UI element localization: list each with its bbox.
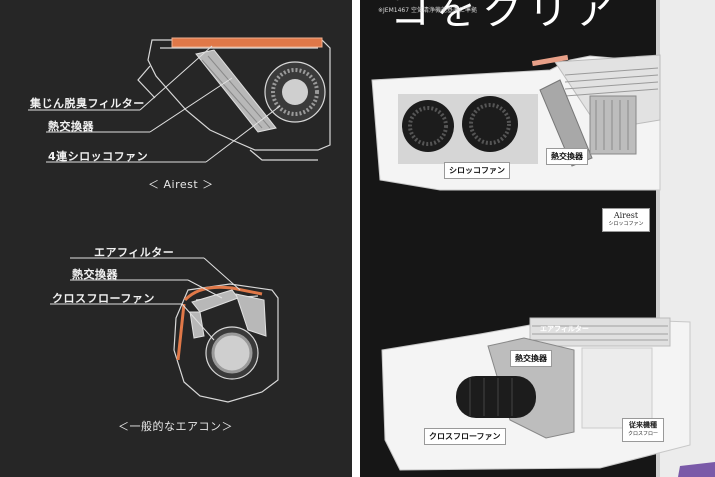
upper-cutaway-unit xyxy=(371,54,661,191)
lower-cutaway-unit xyxy=(381,317,691,471)
conventional-air-filter xyxy=(183,285,263,302)
aircon-cross-section-diagrams xyxy=(28,37,331,403)
airest-heat-exchanger xyxy=(195,49,277,133)
lower-cross-flow-fan xyxy=(456,376,536,418)
upper-sirocco-fan-1 xyxy=(402,100,454,152)
placard-airest-title: Airest xyxy=(613,211,639,220)
photo-label-heat-exchanger-upper: 熱交換器 xyxy=(546,148,588,165)
aircon-cutaway-photo xyxy=(371,0,715,477)
upper-orange-filter xyxy=(531,54,569,67)
photo-label-sirocco-fan: シロッコファン xyxy=(444,162,510,179)
caption-airest: ＜ Airest ＞ xyxy=(148,178,214,191)
label-air-filter: エアフィルター xyxy=(94,246,175,259)
label-heat-exchanger-conventional: 熱交換器 xyxy=(72,268,118,281)
label-dust-deodorizing-filter: 集じん脱臭フィルター xyxy=(30,97,145,110)
label-heat-exchanger-airest: 熱交換器 xyxy=(48,120,94,133)
photo-label-heat-exchanger-lower: 熱交換器 xyxy=(510,350,552,367)
placard-airest: Airest シロッコファン xyxy=(602,208,650,232)
label-sirocco-fan: 4連シロッコファン xyxy=(48,150,149,163)
placard-airest-sub: シロッコファン xyxy=(608,221,644,227)
airest-cross-section xyxy=(137,39,331,161)
label-cross-flow-fan: クロスフローファン xyxy=(52,292,155,305)
upper-sirocco-fan-2 xyxy=(462,96,518,152)
conventional-cross-flow-fan xyxy=(205,326,259,380)
photo-label-cross-flow-fan: クロスフローファン xyxy=(424,428,506,445)
conventional-leader-lines xyxy=(50,257,241,341)
photo-label-air-filter: エアフィルター xyxy=(540,325,589,333)
top-note: ※JEM1467 空気清浄機能基準に準拠 xyxy=(378,7,477,14)
airest-leader-lines xyxy=(28,45,281,163)
panel-divider xyxy=(352,0,360,477)
placard-conventional-title: 従来機種 xyxy=(629,421,657,429)
floor-object xyxy=(678,462,715,477)
photo-panel: コをクリア ※JEM1467 空気清浄機能基準に準拠 シロッコファン 熱交換器 … xyxy=(360,0,715,477)
upper-heat-exchanger xyxy=(539,79,593,167)
conventional-heat-exchanger xyxy=(189,289,267,339)
heading-fragment: コをクリア xyxy=(390,0,620,34)
placard-conventional-sub: クロスフロー xyxy=(627,431,658,437)
placard-conventional: 従来機種 クロスフロー xyxy=(622,418,664,442)
airest-top-filter xyxy=(171,37,323,48)
caption-conventional: ＜一般的なエアコン＞ xyxy=(118,420,233,433)
diagram-panel: 集じん脱臭フィルター 熱交換器 4連シロッコファン ＜ Airest ＞ エアフ… xyxy=(0,0,352,477)
airest-sirocco-fan xyxy=(264,61,326,123)
